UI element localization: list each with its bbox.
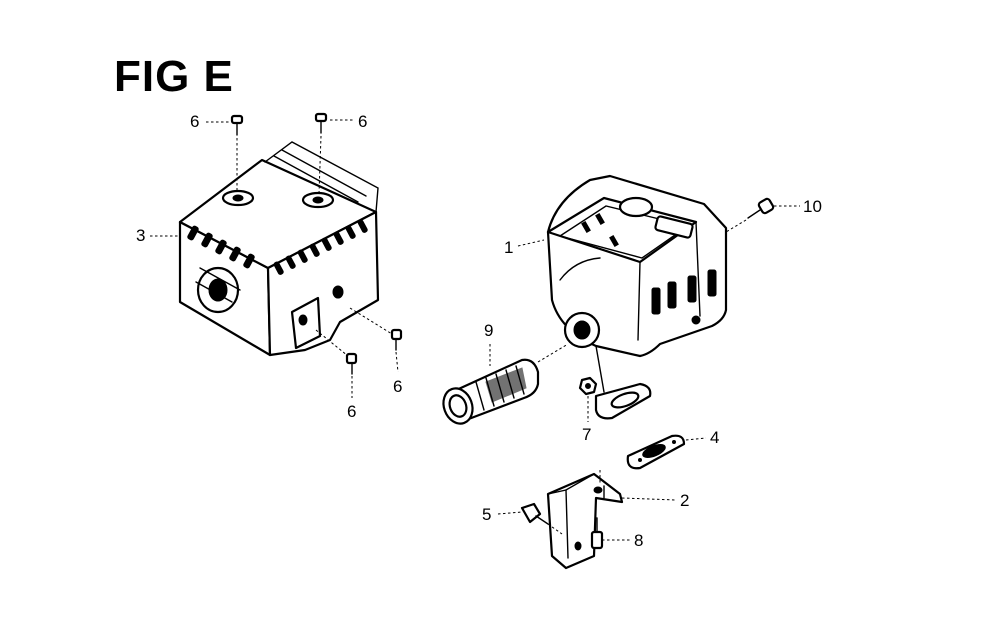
screw-6-side	[390, 328, 403, 351]
part-9-spark-arrester	[442, 358, 540, 425]
callout-6-a: 6	[190, 112, 200, 131]
bolt-5	[520, 502, 549, 525]
screw-10	[747, 197, 775, 219]
screw-6-top-right	[314, 112, 328, 134]
part-4-gasket	[626, 434, 686, 470]
part-3-muffler-cover	[178, 141, 380, 357]
callout-9: 9	[484, 321, 494, 340]
callout-3: 3	[136, 226, 146, 245]
callout-2: 2	[680, 491, 690, 510]
screw-6-bottom	[345, 352, 358, 375]
callout-1: 1	[504, 238, 514, 257]
callout-8: 8	[634, 531, 644, 550]
nut-7	[578, 376, 598, 396]
callout-leaders	[150, 119, 800, 541]
part-2-bracket	[546, 472, 624, 570]
callout-4: 4	[710, 428, 720, 447]
screw-6-top-left	[230, 114, 244, 136]
callout-6-b: 6	[358, 112, 368, 131]
callout-7: 7	[582, 425, 592, 444]
callout-6-c: 6	[393, 377, 403, 396]
callout-5: 5	[482, 505, 492, 524]
callout-6-d: 6	[347, 402, 357, 421]
figure-title: FIG E	[114, 52, 234, 101]
part-1-muffler	[546, 174, 728, 420]
callout-10: 10	[803, 197, 822, 216]
